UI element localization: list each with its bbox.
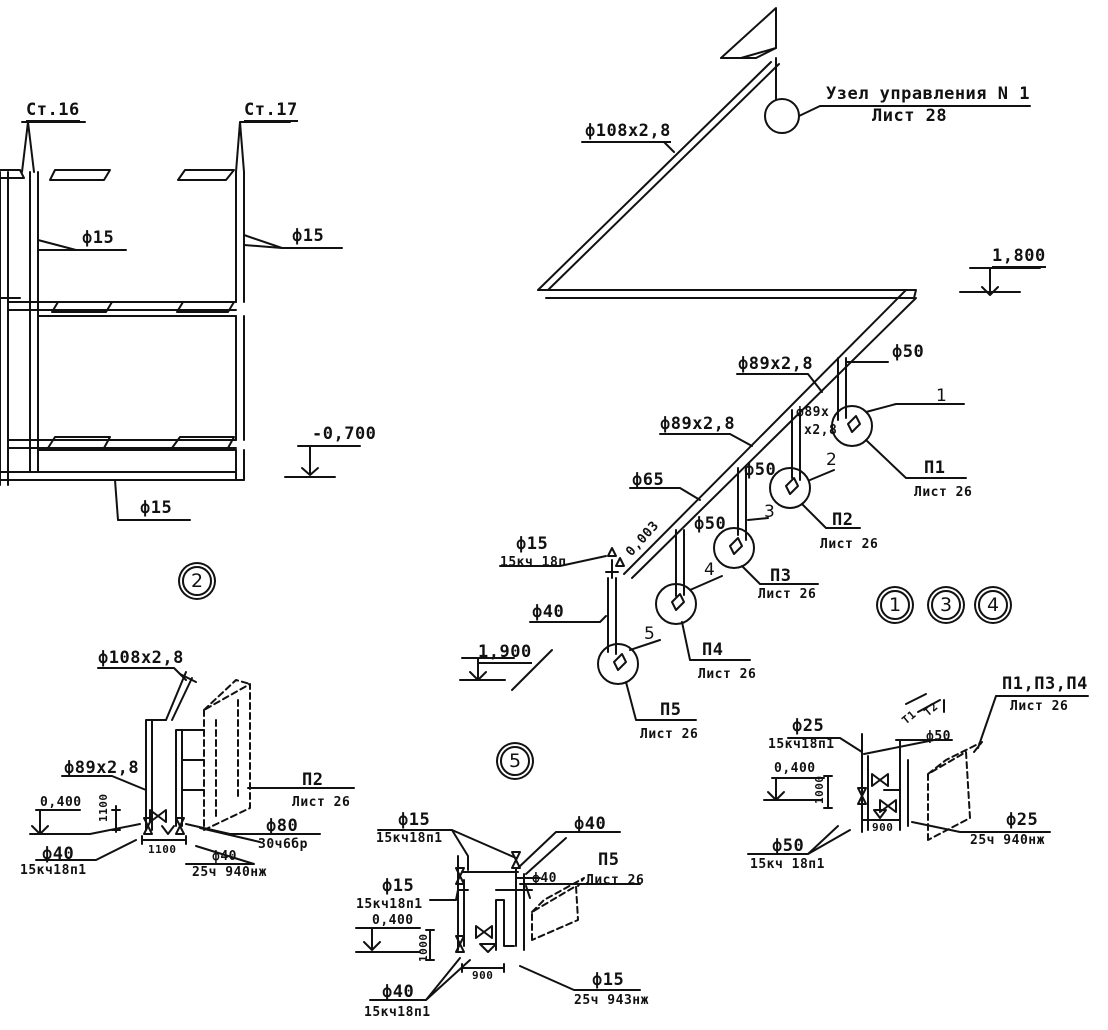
node-ref-p4: П4 — [702, 640, 724, 660]
p5-valve-40-bot: 15кч18п1 — [364, 1005, 431, 1020]
p5-valve-15-bot: 25ч 943нж — [574, 993, 649, 1008]
pipe-89-label-a: ф89х2,8 — [738, 354, 814, 374]
p5-dim-width: 900 — [472, 969, 494, 982]
pipe-label-right: ф15 — [292, 226, 325, 246]
p134-pipe-50b: ф50 — [772, 836, 805, 856]
p2-valve-80: 30ч6бр — [258, 837, 308, 852]
node-label-1: 1 — [936, 386, 947, 406]
p2-pipe-108: ф108х2,8 — [98, 648, 184, 668]
p134-elevation: 0,400 — [774, 761, 816, 776]
p134-valve-25b: 25ч 940нж — [970, 833, 1045, 848]
air-vent-diameter: ф15 — [516, 534, 549, 554]
detail-p2 — [29, 667, 355, 865]
p5-elevation: 0,400 — [372, 913, 414, 928]
sheet-number-4: 4 — [978, 590, 1008, 620]
pipe-89-label-c1: ф89х — [796, 405, 830, 420]
pipe-40-label: ф40 — [532, 602, 565, 622]
p134-dim-width: 900 — [872, 821, 894, 834]
riser-17-label: Ст.17 — [244, 100, 298, 122]
sheet-number-5: 5 — [500, 746, 530, 776]
node-label-2: 2 — [826, 450, 837, 470]
p2-valve-40b: 25ч 940нж — [192, 865, 267, 880]
elevation-bottom: 1,900 — [478, 642, 532, 664]
riser-16-label: Ст.16 — [26, 100, 80, 122]
main-pipe-label: ф108х2,8 — [585, 121, 671, 143]
p134-valve-25: 15кч18п1 — [768, 737, 835, 752]
p5-ref-sheet: Лист 26 — [586, 873, 645, 888]
p2-pipe-40a: ф40 — [42, 844, 75, 864]
node-ref-p1: П1 — [924, 458, 946, 478]
p134-ref-sheet: Лист 26 — [1010, 699, 1069, 714]
p5-pipe-40-top: ф40 — [574, 814, 607, 834]
p5-valve-15-mid: 15кч18п1 — [356, 897, 423, 912]
p5-pipe-40-bot: ф40 — [382, 982, 415, 1002]
control-unit-node — [764, 98, 800, 134]
p5-valve-15-top: 15кч18п1 — [376, 831, 443, 846]
p134-valve-50b: 15кч 18п1 — [750, 857, 825, 872]
pipe-50-label-b: ф50 — [744, 460, 777, 480]
pipe-label-bottom: ф15 — [140, 498, 173, 518]
elevation-left: -0,700 — [312, 424, 377, 444]
air-vent-valve: 15кч 18п — [500, 555, 567, 570]
p2-ref: П2 — [302, 770, 324, 790]
node-label-5: 5 — [644, 624, 655, 644]
node-ref-p1-sheet: Лист 26 — [914, 485, 973, 500]
sheet-number-3: 3 — [931, 590, 961, 620]
p2-dim-height: 1100 — [97, 793, 110, 823]
p134-dim-height: 1000 — [813, 775, 826, 805]
sheet-number-1: 1 — [880, 590, 910, 620]
node-ref-p2: П2 — [832, 510, 854, 530]
p2-ref-sheet: Лист 26 — [292, 795, 351, 810]
node-ref-p5: П5 — [660, 700, 682, 720]
left-plan-pipes — [0, 121, 361, 521]
p2-pipe-80: ф80 — [266, 816, 299, 836]
pipe-label-left: ф15 — [82, 228, 115, 248]
pipe-89-label-c2: х2,8 — [804, 423, 838, 438]
p2-pipe-89: ф89х2,8 — [64, 758, 140, 778]
node-ref-p5-sheet: Лист 26 — [640, 727, 699, 742]
p2-elevation: 0,400 — [40, 795, 82, 810]
pipe-50-label-a: ф50 — [892, 342, 925, 362]
p5-pipe-40-mid: ф40 — [532, 871, 557, 886]
detail-p134 — [747, 693, 1089, 855]
pipe-65-label: ф65 — [632, 470, 665, 490]
control-unit-label: Узел управления N 1 — [826, 84, 1030, 104]
pipe-50-label-c: ф50 — [694, 514, 727, 534]
p134-pipe-50: ф50 — [926, 729, 951, 744]
p5-pipe-15-bot: ф15 — [592, 970, 625, 990]
node-label-3: 3 — [764, 502, 775, 522]
elevation-top: 1,800 — [992, 246, 1046, 268]
p2-pipe-40b: ф40 — [212, 849, 237, 864]
p5-dim-height: 1000 — [417, 933, 430, 963]
p134-pipe-25: ф25 — [792, 716, 825, 736]
p5-ref: П5 — [598, 850, 620, 870]
p2-dim-width: 1100 — [148, 843, 177, 856]
detail-p5 — [355, 829, 641, 1001]
node-ref-p3: П3 — [770, 566, 792, 586]
p134-pipe-25b: ф25 — [1006, 810, 1039, 830]
sheet-number-2: 2 — [182, 566, 212, 596]
control-unit-sheet: Лист 28 — [872, 106, 948, 126]
p2-valve-40a: 15кч18п1 — [20, 863, 87, 878]
pipe-89-label-b: ф89х2,8 — [660, 414, 736, 434]
node-label-4: 4 — [704, 560, 715, 580]
node-ref-p4-sheet: Лист 26 — [698, 667, 757, 682]
node-ref-p3-sheet: Лист 26 — [758, 587, 817, 602]
p5-pipe-15-top: ф15 — [398, 810, 431, 830]
p5-pipe-15-mid: ф15 — [382, 876, 415, 896]
p134-ref: П1,П3,П4 — [1002, 674, 1088, 694]
node-ref-p2-sheet: Лист 26 — [820, 537, 879, 552]
